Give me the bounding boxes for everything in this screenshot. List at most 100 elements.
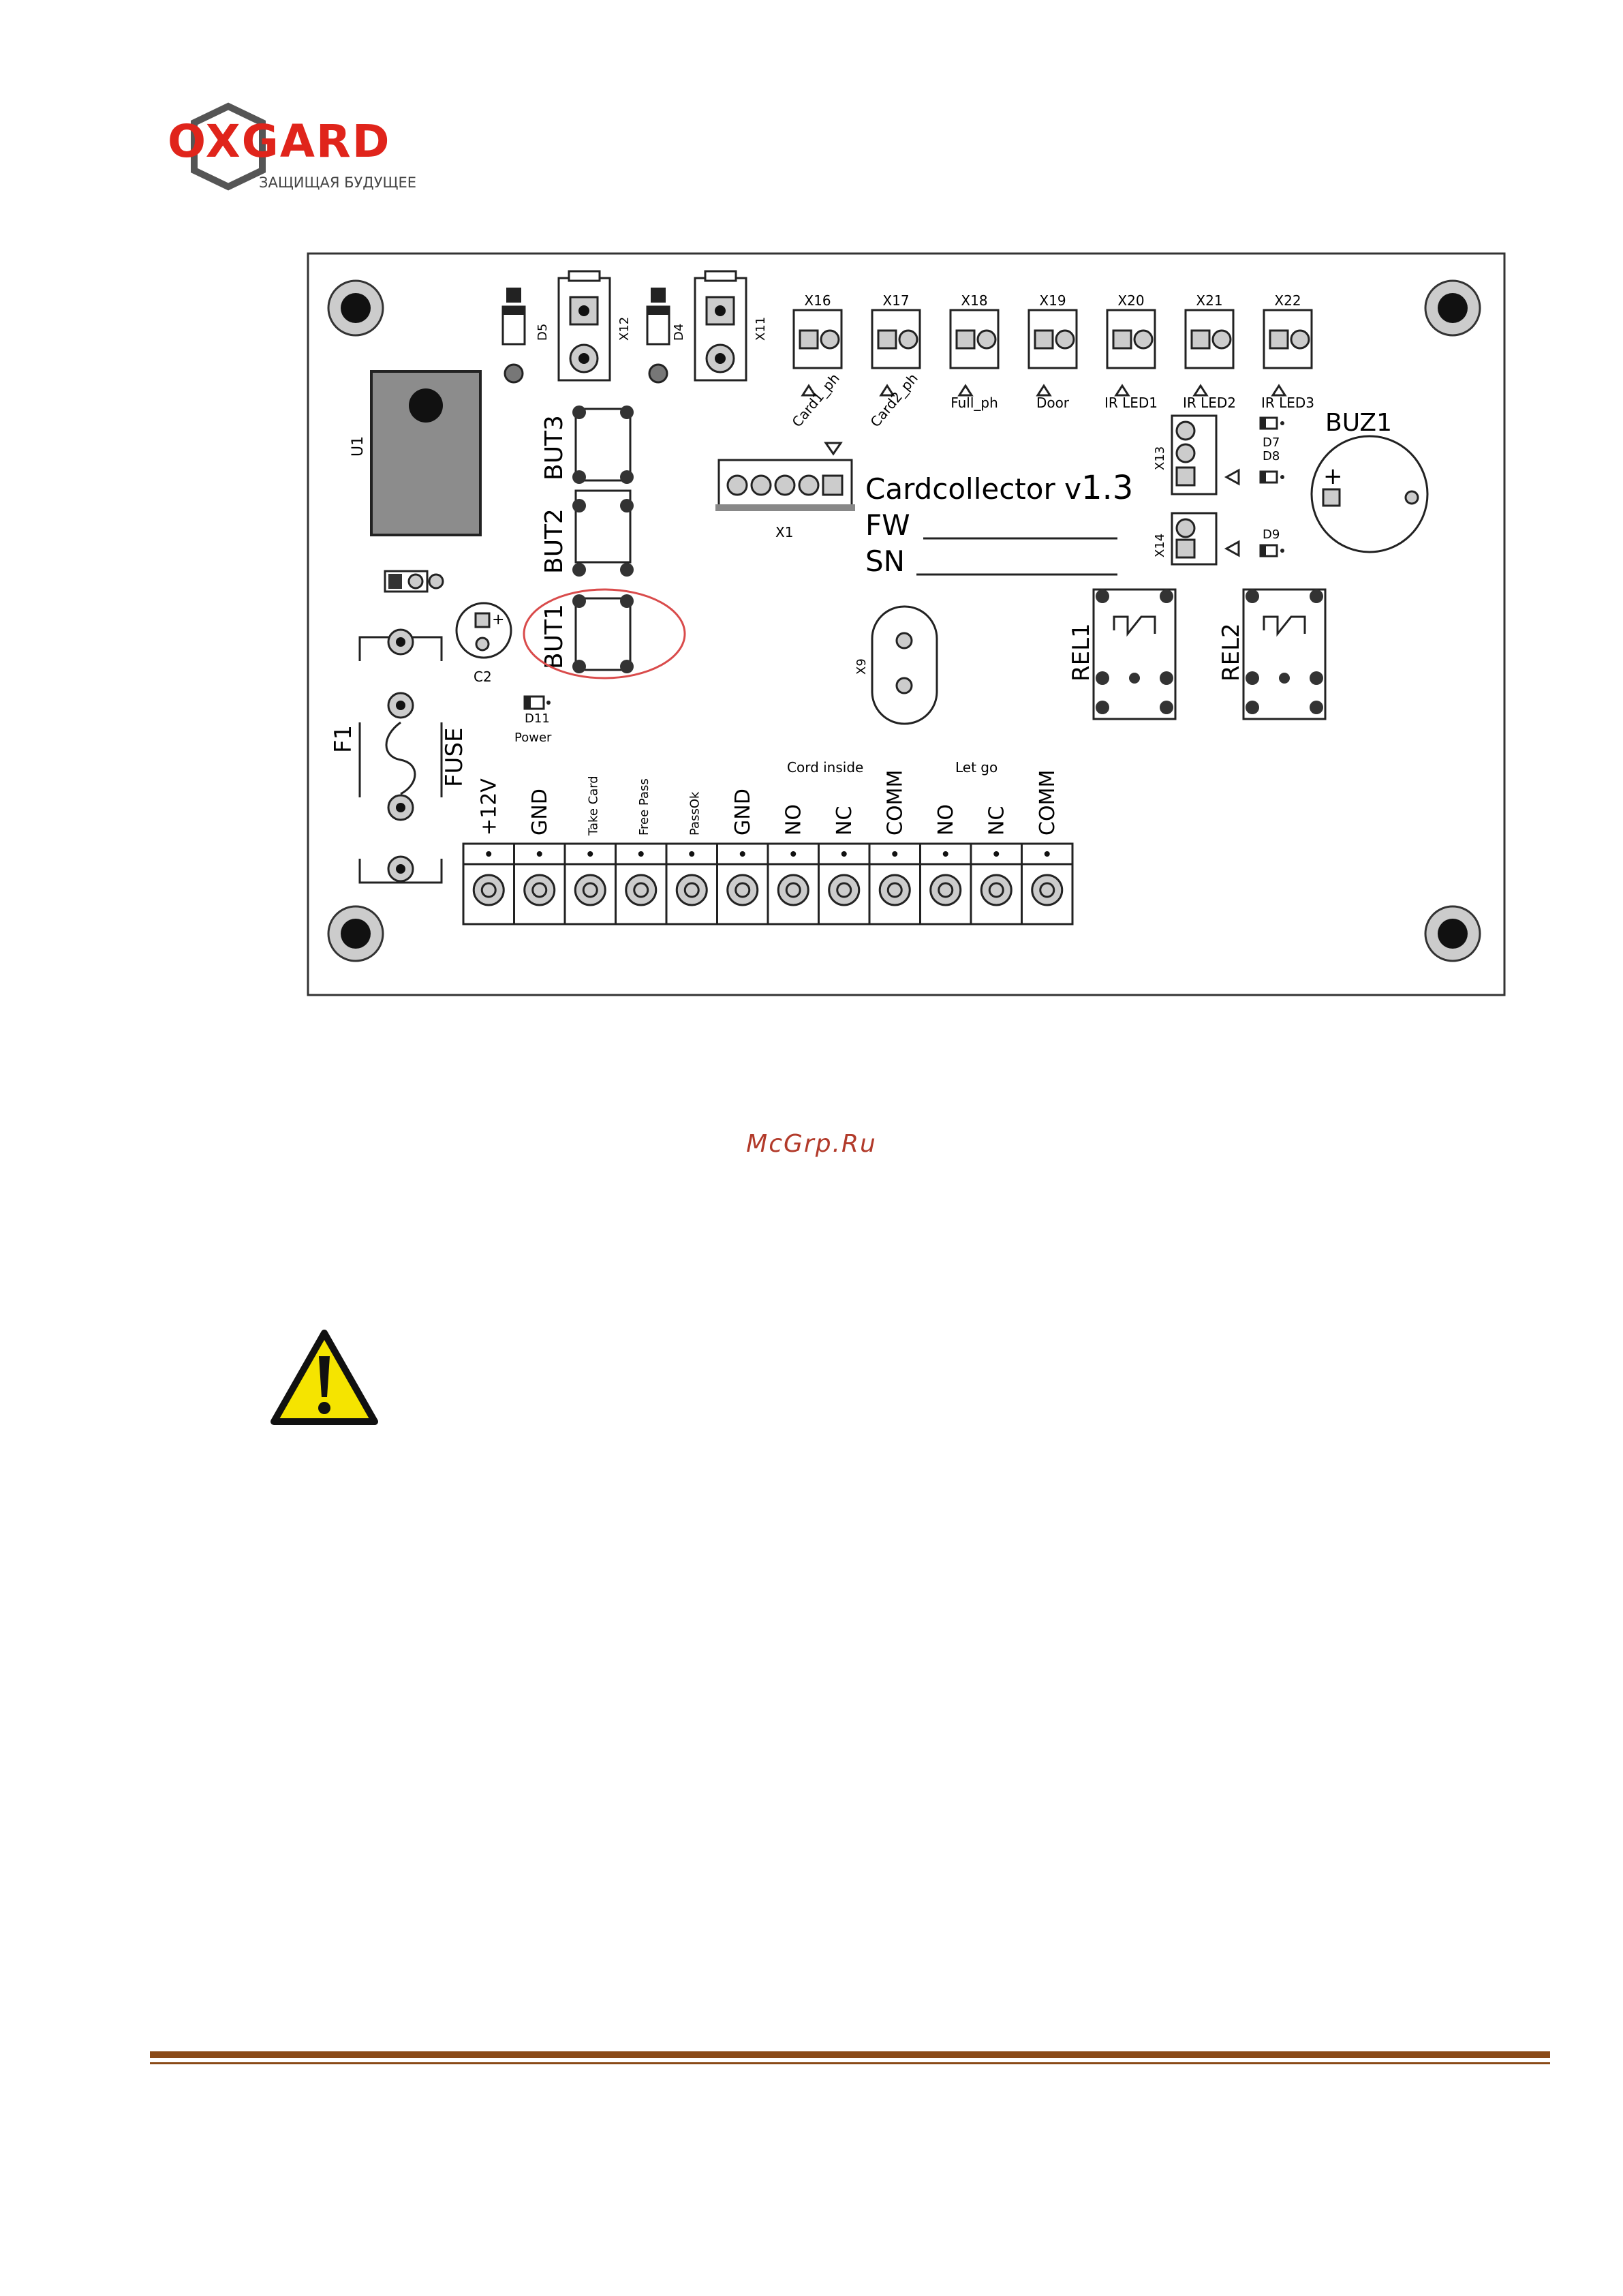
pin1-marker: [1036, 384, 1052, 397]
c2-label: C2: [474, 669, 492, 685]
pin1-marker: [957, 384, 974, 397]
pin1-marker: [801, 384, 817, 397]
terminal-label: COMM: [883, 770, 907, 836]
connector-pin: [1290, 329, 1310, 350]
regulator-u1: U1: [350, 370, 482, 536]
fuse-label: FUSE: [441, 727, 468, 787]
diode-d4: D4: [646, 288, 686, 384]
mounting-holes: [327, 279, 1481, 962]
c2-plus: +: [492, 611, 504, 628]
terminal-label: COMM: [1036, 770, 1060, 836]
terminal-9: COMM: [868, 770, 911, 924]
buz1-label: BUZ1: [1325, 409, 1392, 437]
footer-rule-thick: [150, 2051, 1550, 2058]
connector-pin: [1211, 329, 1232, 350]
terminal-6: GND: [716, 789, 759, 924]
warning-triangle-icon: [270, 1330, 378, 1425]
buz1-plus: +: [1323, 463, 1343, 490]
x11-label: X11: [754, 317, 768, 341]
terminal-4: Free Pass: [615, 778, 658, 924]
logo-shield-icon: [191, 102, 266, 191]
connector-id: X19: [1039, 292, 1066, 309]
x13-label: X13: [1153, 446, 1167, 470]
terminal-label: NO: [934, 804, 958, 836]
buttons: BUT3 BUT2 BUT1: [523, 405, 686, 679]
capacitor-c2: + C2: [455, 602, 512, 685]
terminal-label: NO: [782, 804, 805, 836]
pcb-board-diagram: U1 D5 X12 D4 X11 X16Card1_phX17Card2_phX…: [307, 252, 1506, 996]
led-d8: D8: [1259, 449, 1284, 484]
connector-id: X16: [804, 292, 831, 309]
but1-label: BUT1: [540, 604, 568, 669]
connector-x13: X13: [1153, 414, 1240, 495]
logo-text: OXGARD: [168, 115, 391, 168]
connector-label: Door: [1036, 395, 1070, 411]
terminal-11: NC: [970, 806, 1013, 924]
terminal-5: PassOk: [665, 791, 708, 924]
terminal-label: NC: [985, 806, 1008, 836]
terminal-label: NC: [833, 806, 856, 836]
connector-pin: [1133, 329, 1154, 350]
connector-id: X21: [1196, 292, 1222, 309]
connector-label: IR LED2: [1183, 395, 1236, 411]
watermark-text: McGrp.Ru: [746, 1130, 877, 1158]
connector-x14: X14: [1153, 512, 1240, 566]
connector-pin: [877, 329, 897, 350]
u1-label: U1: [350, 436, 367, 457]
terminal-label: PassOk: [687, 791, 702, 836]
led-d7: D7: [1259, 416, 1284, 450]
connector-x11: X11: [694, 270, 768, 382]
connector-x9: X9: [854, 605, 938, 725]
connector-x1: X1: [715, 442, 855, 540]
pin1-marker: [1192, 384, 1209, 397]
terminal-label: Free Pass: [637, 778, 651, 836]
d8-label: D8: [1263, 449, 1280, 463]
x14-label: X14: [1153, 534, 1167, 557]
connector-pin: [799, 329, 819, 350]
pin1-marker: [1114, 384, 1130, 397]
rel2-label: REL2: [1218, 623, 1245, 682]
pin1-marker: [879, 384, 895, 397]
buzzer-buz1: BUZ1 +: [1310, 409, 1429, 553]
rel1-label: REL1: [1068, 623, 1095, 682]
connector-x12: X12: [557, 270, 632, 382]
x12-label: X12: [617, 317, 632, 341]
connector-pin: [1034, 329, 1054, 350]
terminal-label: Take Card: [586, 776, 600, 836]
connector-pin: [976, 329, 997, 350]
led-d11: D11 Power: [514, 695, 552, 745]
d5-label: D5: [536, 324, 550, 341]
terminal-12: COMM: [1021, 770, 1064, 924]
connector-pin: [898, 329, 918, 350]
x9-label: X9: [854, 658, 869, 675]
connector-pin: [1190, 329, 1211, 350]
connector-label: Full_ph: [950, 395, 998, 411]
but2-label: BUT2: [540, 508, 568, 574]
pin1-marker: [1271, 384, 1287, 397]
sn-label: SN: [865, 545, 905, 578]
terminal-10: NO: [919, 804, 962, 924]
relay-rel2: REL2: [1218, 588, 1327, 720]
d11-label: D11: [525, 711, 550, 726]
fuse-f1: F1 FUSE: [330, 628, 468, 884]
connector-id: X20: [1117, 292, 1144, 309]
board-title: Cardcollector v1.3: [865, 469, 1133, 507]
connector-label: IR LED3: [1261, 395, 1314, 411]
d4-label: D4: [672, 324, 686, 341]
terminal-3: Take Card: [563, 776, 606, 924]
terminal-label: GND: [731, 789, 755, 836]
diode-d5: D5: [501, 288, 550, 384]
fw-label: FW: [865, 508, 910, 542]
but1-highlight-circle: [523, 588, 686, 679]
terminal-7: NO: [767, 804, 809, 924]
power-label: Power: [514, 731, 552, 745]
terminal-label: +12V: [477, 778, 501, 836]
x1-label: X1: [775, 524, 793, 540]
connector-id: X17: [882, 292, 909, 309]
terminal-2: GND: [513, 789, 556, 924]
group-let-go: Let go: [955, 759, 998, 776]
connector-pin: [1112, 329, 1132, 350]
